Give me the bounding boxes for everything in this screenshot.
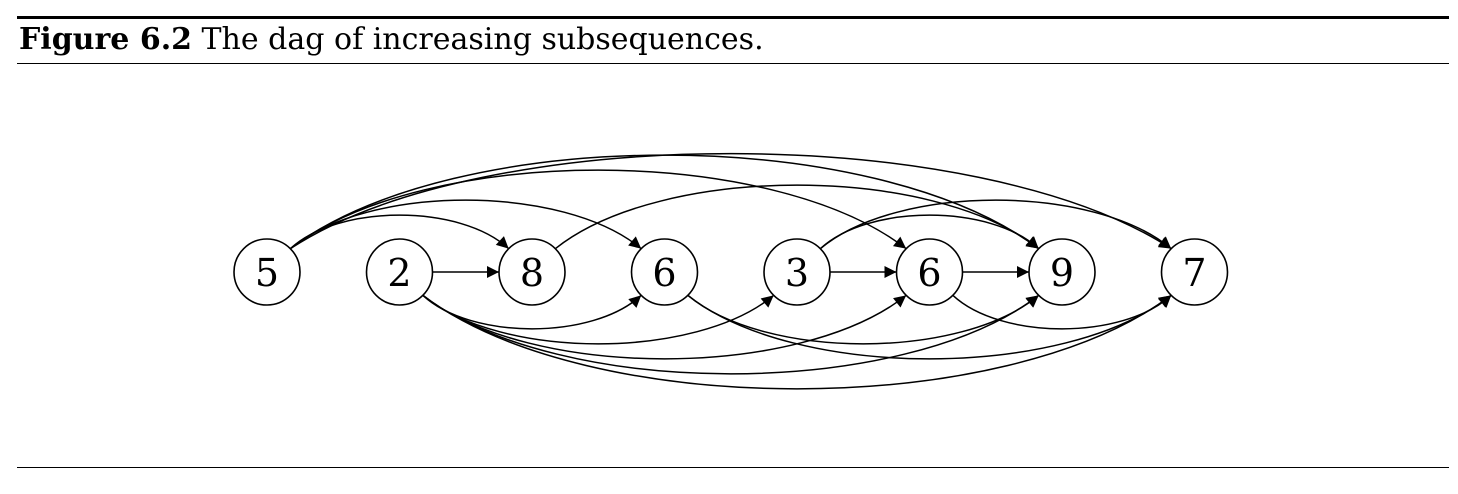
edge-n5-n7 (952, 294, 1172, 330)
node-n5: 6 (895, 238, 964, 306)
node-circle (630, 238, 699, 306)
edge-n1-n5 (422, 294, 907, 360)
node-n2: 8 (498, 238, 566, 306)
figure-caption-text: The dag of increasing subsequences. (192, 22, 764, 57)
node-circle (1028, 238, 1096, 306)
node-circle (1160, 238, 1229, 306)
node-label: 8 (520, 251, 544, 295)
node-label: 5 (255, 251, 279, 295)
node-circle (763, 238, 831, 306)
edge-n3-n7 (687, 294, 1172, 360)
node-label: 6 (652, 251, 676, 295)
edge-n0-n5 (289, 169, 907, 250)
node-circle (233, 238, 301, 306)
node-n4: 3 (763, 238, 831, 306)
node-n1: 2 (365, 238, 434, 306)
node-n6: 9 (1028, 238, 1096, 306)
edges-layer (289, 153, 1172, 390)
edge-n0-n7 (289, 153, 1172, 250)
edge-n0-n3 (289, 199, 642, 250)
node-circle (498, 238, 566, 306)
node-label: 2 (387, 251, 411, 295)
node-label: 3 (785, 251, 809, 295)
node-label: 9 (1050, 251, 1074, 295)
caption-rule (17, 63, 1449, 64)
node-n7: 7 (1160, 238, 1229, 306)
nodes-layer: 5 2 8 6 3 6 9 7 (233, 238, 1229, 306)
figure-caption: Figure 6.2 The dag of increasing subsequ… (19, 22, 764, 58)
node-circle (895, 238, 964, 306)
node-label: 6 (917, 251, 941, 295)
node-circle (365, 238, 434, 306)
top-rule (17, 16, 1449, 19)
edge-n0-n6 (289, 154, 1040, 250)
edge-n3-n6 (687, 294, 1040, 345)
figure-label: Figure 6.2 (19, 22, 193, 57)
node-n3: 6 (630, 238, 699, 306)
bottom-rule (17, 467, 1449, 468)
node-label: 7 (1182, 251, 1206, 295)
node-n0: 5 (233, 238, 301, 306)
edge-n1-n6 (422, 294, 1040, 375)
edge-n4-n7 (819, 199, 1172, 250)
edge-n2-n6 (554, 184, 1040, 250)
edge-n1-n7 (422, 294, 1172, 390)
